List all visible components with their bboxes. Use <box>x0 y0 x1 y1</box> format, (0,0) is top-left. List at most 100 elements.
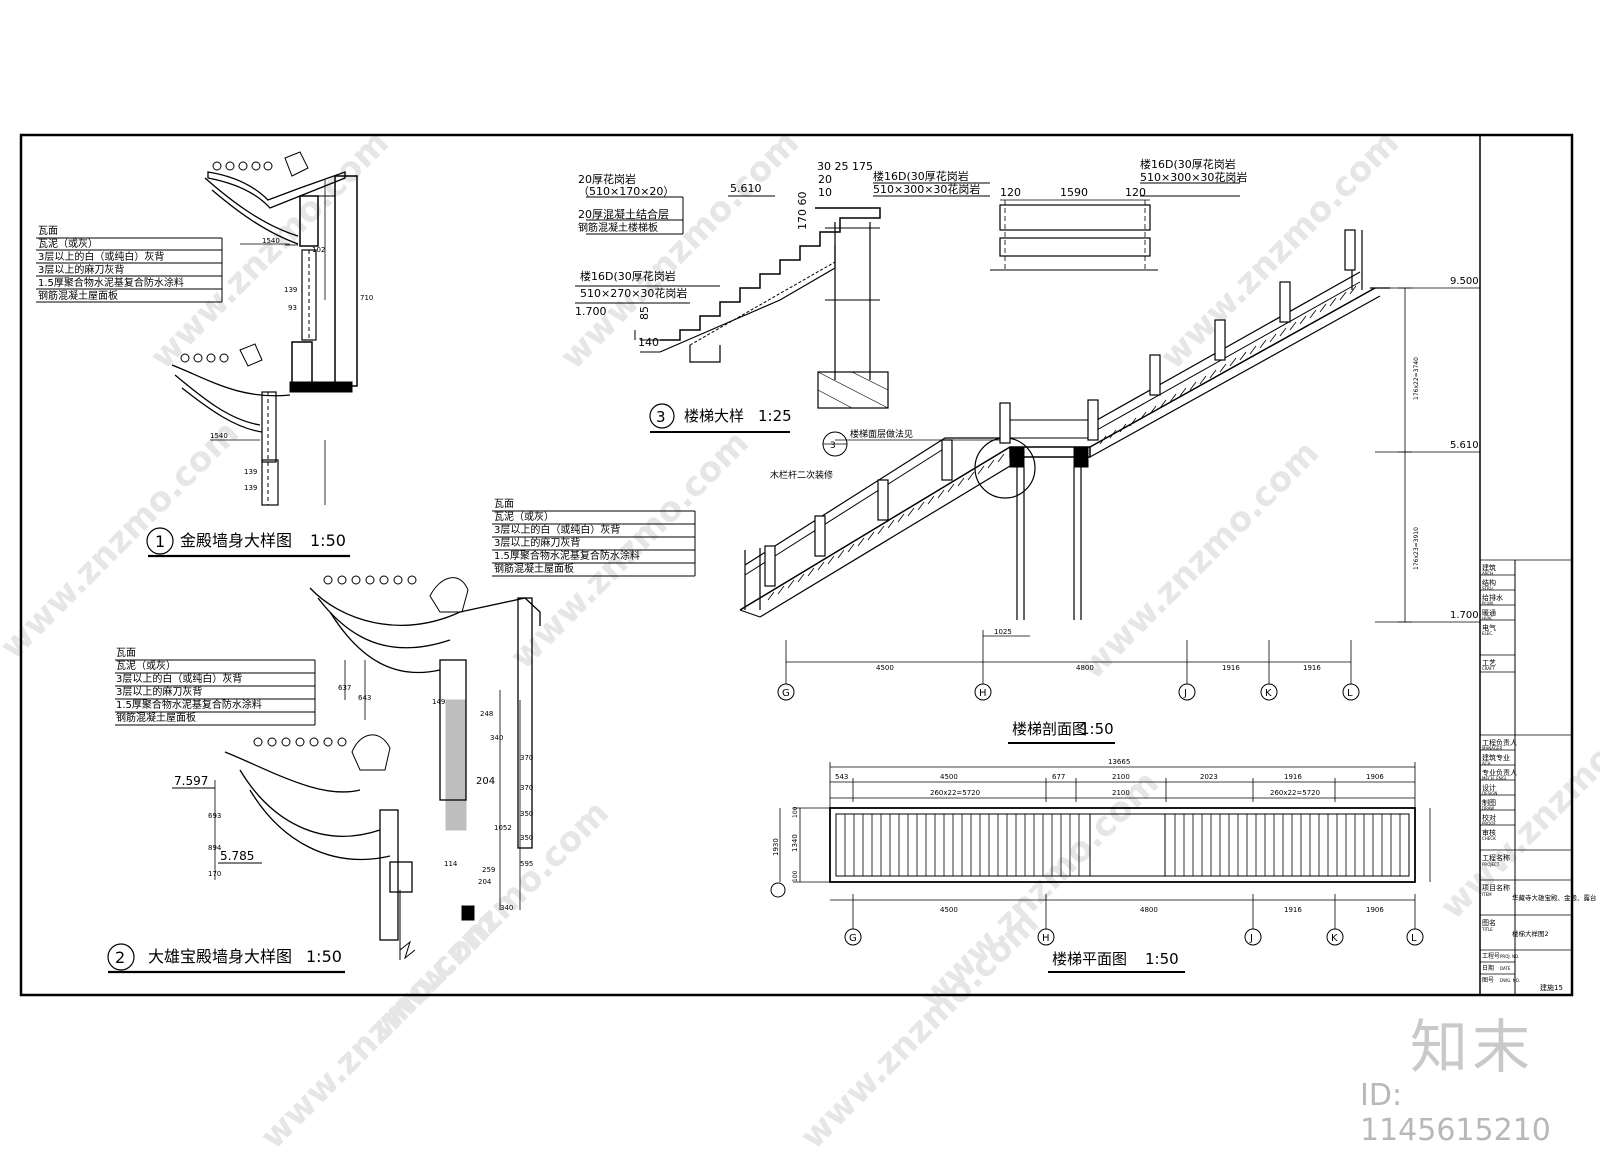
dimension-label: 4500 <box>940 773 958 781</box>
elevation-label: 5.785 <box>220 849 254 863</box>
axis-label: H <box>1042 933 1050 944</box>
dimension-label: 4800 <box>1076 664 1094 672</box>
dimension-label: 710 <box>360 294 373 302</box>
tb-row-label: 审核 <box>1482 828 1496 837</box>
dimension-label: 176x22=3740 <box>1413 357 1420 400</box>
section-scale: 1:50 <box>1080 720 1114 738</box>
dimension-label: 20 <box>818 173 832 186</box>
brand-logo: 知末 <box>1410 1013 1535 1081</box>
tb-row-label-en: ELEC. <box>1482 631 1493 636</box>
dimension-label: 894 <box>208 844 222 852</box>
elevation-label: 5.610 <box>730 182 762 195</box>
dimension-label: 370 <box>520 784 533 792</box>
detail-2-number: 2 <box>115 948 125 967</box>
drawing-sheet: 瓦面 瓦泥（或灰） 3层以上的白（或纯白）灰背 3层以上的麻刀灰背 1.5厚聚合… <box>19 133 1597 997</box>
detail-3-title: 楼梯大样 <box>684 407 744 425</box>
dimension-label: 637 <box>338 684 351 692</box>
dimension-label: 350 <box>520 810 533 818</box>
dimension-label: 30 25 175 <box>817 160 873 173</box>
detail-2-scale: 1:50 <box>306 947 342 966</box>
dimension-label: 100 <box>792 870 799 882</box>
detail-2-layer-leaders <box>115 510 696 726</box>
stair-section-drawing <box>739 230 1480 685</box>
plan-scale: 1:50 <box>1145 950 1179 968</box>
stair-plan-treads <box>844 814 1401 876</box>
detail-2-layer-bottom: 钢筋混凝土屋面板 <box>116 711 196 724</box>
dimension-label: 1916 <box>1284 906 1302 914</box>
dimension-label: 2100 <box>1112 773 1130 781</box>
plan-title: 楼梯平面图 <box>1052 950 1127 968</box>
dimension-label: 170 60 <box>796 192 809 231</box>
dimension-label: 13665 <box>1108 758 1130 766</box>
detail-2-layer-top: 1.5厚聚合物水泥基复合防水涂料 <box>494 549 640 562</box>
axis-label: L <box>1347 688 1353 699</box>
tb-drawing-value: 楼梯大样图2 <box>1512 929 1549 938</box>
dimension-label: 643 <box>358 694 371 702</box>
dimension-label: 176x23=3910 <box>1413 527 1420 570</box>
tb-proj-no: 工程号 <box>1482 952 1500 960</box>
detail-3-note: 楼16D(30厚花岗岩 <box>1140 157 1236 171</box>
detail-2-layer-bottom: 1.5厚聚合物水泥基复合防水涂料 <box>116 698 262 711</box>
detail-1-drawing <box>171 151 358 506</box>
detail-3-number: 3 <box>656 408 666 426</box>
detail-2-layer-top: 钢筋混凝土屋面板 <box>494 562 574 575</box>
tb-row-label: 暖通 <box>1482 608 1496 617</box>
section-axis-bubbles <box>777 683 1360 701</box>
dimension-label: 595 <box>520 860 533 868</box>
tb-row-label: 结构 <box>1482 578 1496 587</box>
detail-3-note: 楼16D(30厚花岗岩 <box>873 169 969 183</box>
detail-3-note: 钢筋混凝土楼梯板 <box>578 221 658 234</box>
tb-row-label: 设计 <box>1482 783 1496 792</box>
axis-label: L <box>1411 933 1417 944</box>
dimension-label: 1916 <box>1284 773 1302 781</box>
tb-row-label: 给排水 <box>1482 593 1503 602</box>
dimension-label: 350 <box>520 834 533 842</box>
dimension-label: 1906 <box>1366 906 1384 914</box>
detail-2-layer-top: 瓦面 <box>494 499 514 510</box>
tb-row-label-en: ACH. <box>1482 761 1492 766</box>
detail-2-number-circle <box>107 943 135 971</box>
stair-rail-posts <box>764 229 1356 587</box>
tb-row-label: 工艺 <box>1482 659 1496 667</box>
axis-label: G <box>849 933 857 944</box>
detail-2-layer-bottom: 3层以上的麻刀灰背 <box>116 685 202 698</box>
tb-row-label: 校对 <box>1482 813 1496 822</box>
tb-row-label-en: STRU. <box>1482 586 1494 591</box>
section-ref-note: 楼梯面层做法见 <box>850 428 913 440</box>
dimension-label: 139 <box>244 484 257 492</box>
dimension-label: 4500 <box>940 906 958 914</box>
dimension-label: 1590 <box>1060 186 1088 199</box>
dimension-label: 114 <box>444 860 458 868</box>
tb-project-label: 工程名称 <box>1482 853 1510 862</box>
dimension-label: 340 <box>490 734 503 742</box>
tb-dwg-no-en: DWG. NO. <box>1500 978 1520 983</box>
detail-3-note: 510×300×30花岗岩 <box>1140 170 1247 184</box>
tb-row-label-en: ARCH. <box>1482 571 1494 576</box>
detail-2-title: 大雄宝殿墙身大样图 <box>148 947 292 966</box>
tb-row-label-en: CHECK <box>1482 836 1496 841</box>
tb-item-label: 项目名称 <box>1482 883 1510 892</box>
detail-2-layer-top: 瓦泥（或灰） <box>494 510 554 523</box>
stair-plan-drawing <box>779 762 1431 930</box>
dimension-label: 170 <box>208 870 221 878</box>
tb-project-label-en: PROJECT <box>1482 862 1500 867</box>
axis-label: K <box>1331 933 1338 944</box>
tb-item-label-en: ITEM <box>1482 892 1492 897</box>
detail-1-scale: 1:50 <box>310 531 346 550</box>
tb-proj-no-en: PROJ. NO. <box>1500 954 1519 959</box>
dimension-label: 1540 <box>210 432 228 440</box>
detail-2-layer-top: 3层以上的麻刀灰背 <box>494 536 580 549</box>
sheet-border <box>19 133 1574 997</box>
tb-date: 日期 <box>1482 964 1494 972</box>
detail-3-drawing <box>575 182 1240 409</box>
dimension-label: 93 <box>288 304 297 312</box>
dimension-label: 370 <box>520 754 533 762</box>
detail-3-note: （510×170×20） <box>578 185 674 198</box>
detail-3-note: 20厚混凝土结合层 <box>578 207 669 221</box>
titleblock-grid <box>1480 559 1572 975</box>
dimension-label: 259 <box>482 866 495 874</box>
dimension-label: 2100 <box>1112 789 1130 797</box>
elevation-label: 9.500 <box>1450 276 1479 287</box>
dimension-label: 1052 <box>494 824 512 832</box>
detail-1-number-circle <box>146 527 174 555</box>
